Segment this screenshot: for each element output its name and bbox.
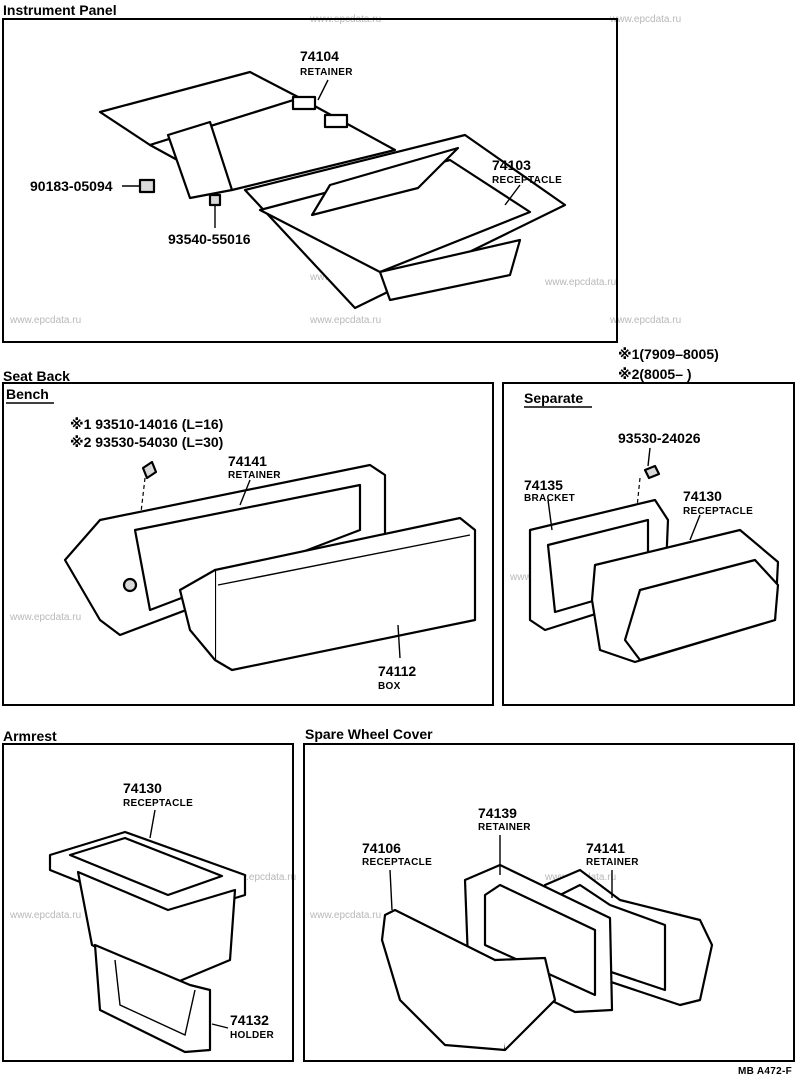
holder-frame	[114, 959, 196, 1036]
watermark: www.epcdata.ru	[309, 910, 381, 921]
part-number-74139: 74139	[478, 805, 517, 821]
box-side	[178, 569, 216, 661]
section-frame	[2, 382, 494, 706]
screw-icon	[643, 464, 661, 480]
part-name-retainer: RETAINER	[228, 470, 281, 481]
instrument-panel-drawing	[98, 70, 567, 310]
leader-line	[397, 624, 401, 659]
leader-line	[504, 184, 521, 206]
watermark: www.epcdata.ru	[9, 612, 81, 623]
part-name-retainer: RETAINER	[586, 857, 639, 868]
part-number-74130: 74130	[683, 488, 722, 504]
part-name-holder: HOLDER	[230, 1030, 274, 1041]
part-number-74132: 74132	[230, 1012, 269, 1028]
box-edge	[217, 534, 471, 586]
part-number-74103: 74103	[492, 157, 531, 173]
retainer-bracket	[166, 120, 234, 200]
separate-drawing	[528, 464, 780, 664]
part-name-retainer: RETAINER	[300, 67, 353, 78]
section-title-spare-wheel-cover: Spare Wheel Cover	[305, 726, 433, 742]
leader-line	[149, 809, 156, 839]
part-number-74141: 74141	[228, 453, 267, 469]
section-frame	[502, 382, 795, 706]
subsection-separate: Separate 93530-24026 74135 BRACKET 74130…	[502, 382, 795, 706]
part-name-receptacle: RECEPTACLE	[123, 798, 193, 809]
section-frame	[2, 743, 294, 1062]
leader-line	[239, 479, 251, 506]
screw-note-1: ※1 93510-14016 (L=16)	[70, 416, 223, 432]
receptacle-front-opening	[378, 238, 522, 302]
holder-74132	[93, 943, 212, 1054]
part-number-74130: 74130	[123, 780, 162, 796]
watermark: www.epcdata.ru	[224, 872, 296, 883]
leader-line	[389, 869, 393, 911]
subsection-title-bench: Bench	[6, 386, 49, 402]
watermark: www.epcdata.ru	[609, 315, 681, 326]
leader-line	[647, 447, 651, 467]
receptacle-lid	[310, 146, 460, 217]
screw-icon	[141, 460, 158, 480]
section-frame	[2, 18, 618, 343]
part-number-90183-05094: 90183-05094	[30, 178, 113, 194]
subsection-title-separate: Separate	[524, 390, 583, 406]
part-name-receptacle: RECEPTACLE	[362, 857, 432, 868]
section-seat-back: Seat Back ※1(7909–8005) ※2(8005– ) Bench…	[2, 346, 795, 706]
section-armrest: Armrest 74130 RECEPTACLE 74132 HOLDER	[2, 728, 294, 1062]
watermark: www.epcdata.ru	[544, 277, 616, 288]
receptacle-rim	[68, 836, 224, 897]
retainer-opening	[133, 483, 362, 612]
section-instrument-panel: Instrument Panel 74104 RETAINER 74103 RE…	[2, 2, 618, 343]
part-number-93540-55016: 93540-55016	[168, 231, 251, 247]
screw-93540	[208, 193, 222, 207]
retainer-tab	[323, 113, 349, 129]
part-number-74112: 74112	[378, 663, 416, 679]
armrest-drawing	[48, 830, 247, 1054]
retainer-74139-inner	[483, 883, 597, 997]
note-1: ※1(7909–8005)	[618, 346, 719, 362]
leader-line	[211, 1023, 229, 1029]
watermark: www.epcdata.ru	[609, 14, 681, 25]
section-frame	[303, 743, 795, 1062]
part-name-retainer: RETAINER	[478, 822, 531, 833]
subsection-bench: Bench ※1 93510-14016 (L=16) ※2 93530-540…	[2, 382, 494, 706]
screw-note-2: ※2 93530-54030 (L=30)	[70, 434, 223, 450]
part-name-receptacle: RECEPTACLE	[683, 506, 753, 517]
part-number-74135: 74135	[524, 477, 563, 493]
spare-wheel-drawing	[380, 863, 714, 1052]
part-name-bracket: BRACKET	[524, 493, 575, 504]
watermark: www.epcdata.ru	[309, 315, 381, 326]
part-name-receptacle: RECEPTACLE	[492, 175, 562, 186]
clip-90183	[138, 178, 156, 194]
footer-code: MB A472-F	[738, 1066, 792, 1077]
part-number-93530-24026: 93530-24026	[618, 430, 701, 446]
part-name-box: BOX	[378, 681, 401, 692]
part-number-74104: 74104	[300, 48, 339, 64]
part-number-74141: 74141	[586, 840, 625, 856]
receptacle-74106-side	[494, 956, 557, 1051]
note-2: ※2(8005– )	[618, 366, 692, 382]
retainer-tab	[291, 95, 317, 111]
part-number-74106: 74106	[362, 840, 401, 856]
bench-drawing	[63, 460, 477, 672]
section-title-instrument-panel: Instrument Panel	[3, 2, 117, 18]
leader-line	[547, 499, 553, 531]
leader-line	[689, 514, 701, 541]
watermark: www.epcdata.ru	[9, 315, 81, 326]
section-title-seat-back: Seat Back	[3, 368, 70, 384]
mount-hole	[122, 577, 138, 593]
receptacle-front	[623, 558, 780, 662]
watermark: www.epcdata.ru	[9, 910, 81, 921]
section-title-armrest: Armrest	[3, 728, 57, 744]
leader-line	[317, 79, 329, 101]
section-spare-wheel-cover: Spare Wheel Cover 74139 RETAINER 74106 R…	[303, 726, 795, 1062]
